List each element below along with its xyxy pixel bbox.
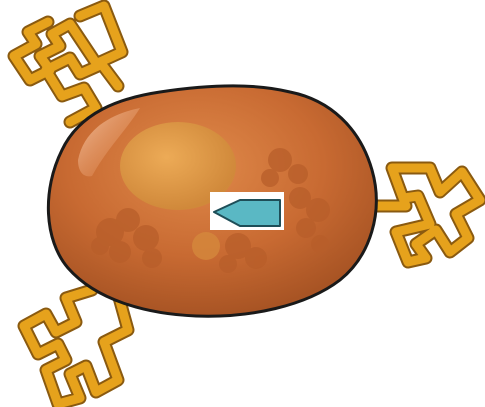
small-vesicle <box>192 232 220 260</box>
pointer-label-box <box>210 192 284 230</box>
receptor-right-icon <box>372 168 480 262</box>
receptor-top-left-icon <box>14 6 122 122</box>
receptor-bottom-left-icon <box>24 290 128 404</box>
